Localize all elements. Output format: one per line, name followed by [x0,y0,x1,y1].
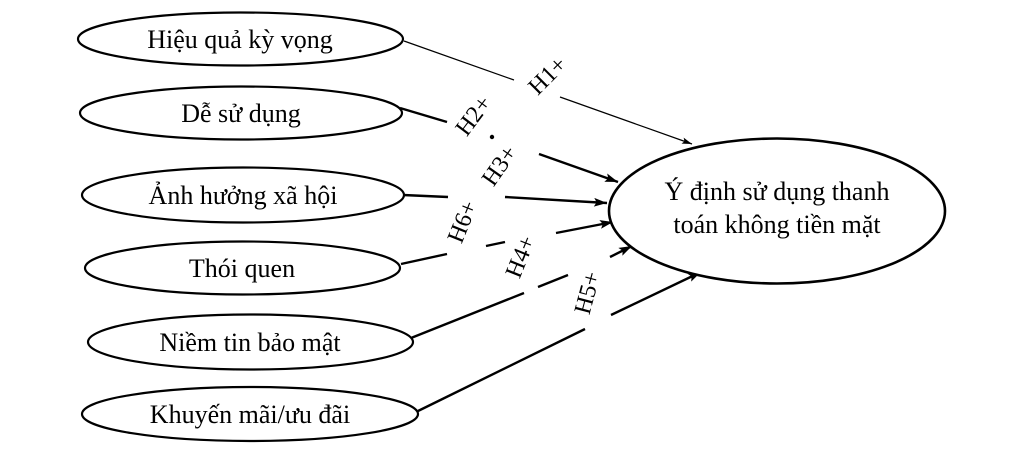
factor-node-thoi-quen: Thói quen [83,240,402,296]
factor-ellipse [80,385,420,443]
hypothesis-label-text: H6+ [443,197,483,246]
arrow-line-segment [609,244,633,259]
hypothesis-label-text: H2+ [451,91,498,141]
arrow-line-segment [402,193,449,199]
hypothesis-label-text: H4+ [501,232,541,281]
factor-label: Hiệu quả kỳ vọng [147,25,333,54]
hypothesis-label-text: H3+ [477,141,523,191]
arrow-h6 [417,270,702,413]
hypothesis-label-h3: H3+ [477,141,523,191]
outcome-label-line-1: Ý định sử dụng thanh [665,177,890,206]
arrow-h3 [402,193,608,207]
arrow-line-segment [555,220,614,235]
factor-label: Khuyến mãi/ưu đãi [150,400,350,429]
factor-node-de-su-dung: Dễ sử dụng [78,85,404,141]
arrow-line-segment [610,270,702,317]
hypothesis-label-h4: H4+ [501,232,541,281]
factor-label: Niềm tin bảo mật [159,328,341,357]
arrow-h1 [403,40,693,145]
factor-node-anh-huong-xa-hoi: Ảnh hưởng xã hội [80,166,406,224]
hypothesis-label-h2: H2+ [451,91,498,141]
factor-ellipse [80,166,406,224]
arrow-line-segment [399,106,448,124]
arrow-line-segment [410,291,525,340]
hypothesis-label-text: H1+ [524,52,573,101]
hypothesis-label-h5: H5+ [570,269,606,317]
factor-node-niem-tin-bao-mat: Niềm tin bảo mật [86,313,415,371]
arrow-line-segment [417,327,586,413]
factor-node-khuyen-mai-uu-dai: Khuyến mãi/ưu đãi [80,385,420,443]
hypothesis-label-text: H5+ [570,269,606,317]
line-dot [489,134,495,140]
arrow-line-segment [403,40,515,81]
arrow-h5 [410,244,633,340]
arrow-h2 [399,106,619,184]
outcome-ellipse [607,137,947,285]
factor-label: Thói quen [189,254,295,283]
arrow-line-segment [400,252,448,266]
outcome-label-line-2: toán không tiền mặt [673,210,881,239]
arrow-line-segment [559,96,693,145]
hypothesis-label-h6: H6+ [443,197,483,246]
factor-ellipse [76,11,405,67]
factor-label: Dễ sử dụng [181,99,301,128]
hypothesis-label-h1: H1+ [524,52,573,101]
arrow-line-segment [504,195,608,207]
arrow-line-segment [538,152,619,184]
factor-ellipse [78,85,404,141]
outcome-node: Ý định sử dụng thanh toán không tiền mặt [607,137,947,285]
arrow-line-segment [485,240,506,248]
arrow-h4 [400,220,614,266]
factor-ellipse [83,240,402,296]
factor-node-hieu-qua-ky-vong: Hiệu quả kỳ vọng [76,11,405,67]
arrow-line-segment [537,273,569,289]
factor-label: Ảnh hưởng xã hội [149,181,338,210]
factor-ellipse [86,313,415,371]
